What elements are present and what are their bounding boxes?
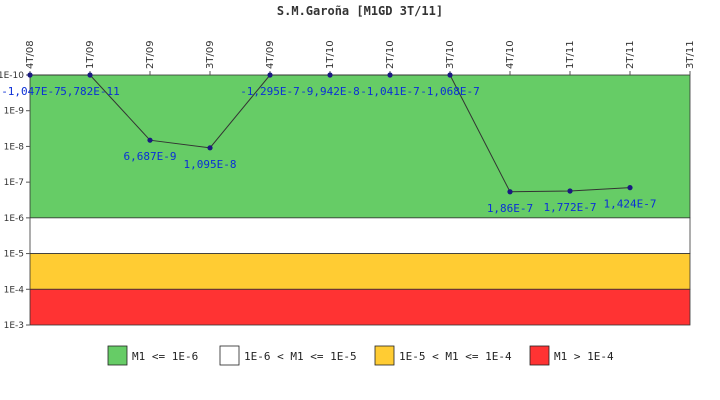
- bands-layer: [29, 74, 691, 326]
- legend-swatch: [107, 345, 128, 366]
- x-tick-label: 1T/11: [565, 40, 576, 69]
- x-tick-label: 1T/09: [85, 40, 96, 69]
- legend: M1 <= 1E-6 1E-6 < M1 <= 1E-5 1E-5 < M1 <= …: [107, 345, 614, 366]
- data-point: [27, 72, 33, 78]
- y-axis-ticks: 1E-10 1E-9 1E-8 1E-7 1E-6 1E-5 1E-4 1E-3: [0, 71, 30, 331]
- legend-label: M1 <= 1E-6: [132, 350, 198, 363]
- data-label: 1,095E-8: [184, 158, 237, 171]
- data-label: -9,942E-8: [300, 85, 360, 98]
- y-tick-label: 1E-7: [4, 178, 24, 188]
- legend-swatch: [374, 345, 395, 366]
- data-point: [207, 145, 213, 151]
- series-line-layer: [27, 72, 633, 195]
- legend-swatch: [219, 345, 240, 366]
- data-point: [147, 137, 153, 143]
- data-point: [447, 72, 453, 78]
- band-2: [29, 253, 691, 290]
- x-tick-label: 3T/09: [205, 40, 216, 69]
- legend-label: 1E-5 < M1 <= 1E-4: [399, 350, 512, 363]
- x-tick-label: 4T/08: [25, 40, 36, 69]
- data-label: -1,295E-7: [240, 85, 300, 98]
- y-tick-label: 1E-6: [4, 214, 25, 224]
- data-label: 1,424E-7: [604, 198, 657, 211]
- legend-label: M1 > 1E-4: [554, 350, 614, 363]
- data-point: [267, 72, 273, 78]
- data-point: [627, 185, 633, 191]
- data-point: [87, 72, 93, 78]
- data-label: -1,041E-7: [360, 85, 420, 98]
- data-label: 6,687E-9: [124, 150, 177, 163]
- legend-label: 1E-6 < M1 <= 1E-5: [244, 350, 357, 363]
- x-tick-label: 4T/09: [265, 40, 276, 69]
- data-label: 5,782E-11: [60, 85, 120, 98]
- x-tick-label: 4T/10: [505, 40, 516, 69]
- y-tick-label: 1E-5: [4, 250, 24, 260]
- data-label: 1,86E-7: [487, 202, 533, 215]
- chart-title: S.M.Garoña [M1GD 3T/11]: [277, 4, 443, 18]
- y-tick-label: 1E-8: [4, 142, 25, 152]
- x-tick-label: 1T/10: [325, 40, 336, 69]
- y-tick-label: 1E-3: [4, 321, 24, 331]
- data-point: [327, 72, 333, 78]
- y-tick-label: 1E-9: [4, 107, 25, 117]
- data-label: 1,772E-7: [544, 201, 597, 214]
- x-tick-label: 3T/11: [685, 40, 696, 69]
- y-tick-label: 1E-10: [0, 71, 24, 81]
- data-point: [387, 72, 393, 78]
- y-tick-label: 1E-4: [4, 285, 25, 295]
- x-tick-label: 2T/11: [625, 40, 636, 69]
- x-tick-label: 2T/10: [385, 40, 396, 69]
- data-point: [507, 189, 513, 195]
- band-0: [29, 74, 691, 219]
- x-axis-ticks: 4T/08 1T/09 2T/09 3T/09 4T/09 1T/10 2T/10 3T/10…: [25, 40, 696, 75]
- data-label: -1,068E-7: [420, 85, 480, 98]
- band-1: [29, 217, 691, 254]
- data-point: [567, 188, 573, 194]
- x-tick-label: 2T/09: [145, 40, 156, 69]
- band-3: [29, 288, 691, 326]
- legend-swatch: [529, 345, 550, 366]
- x-tick-label: 3T/10: [445, 40, 456, 69]
- data-label: -1,047E-7: [1, 85, 61, 98]
